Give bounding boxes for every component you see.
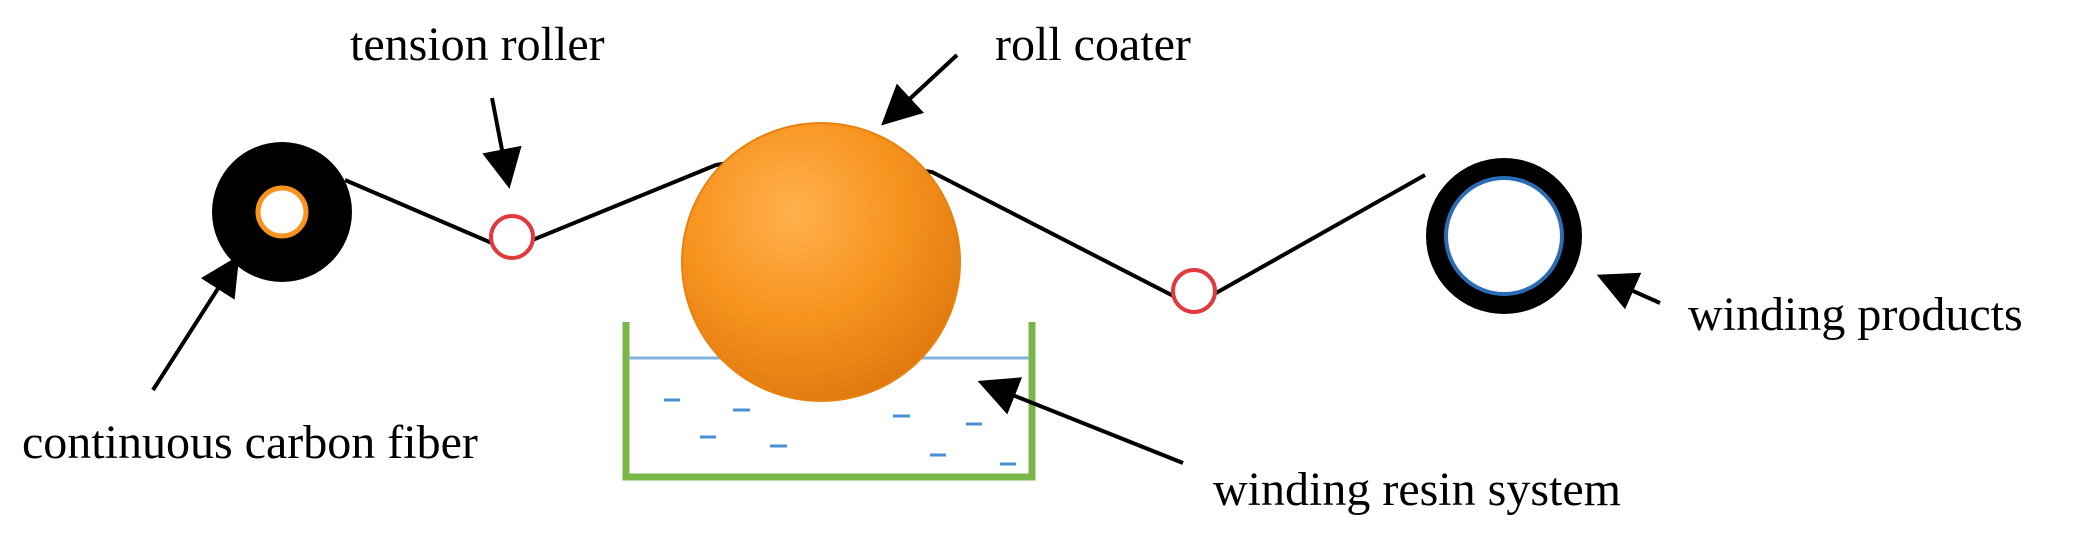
arrow-winding-products: [1596, 272, 1661, 310]
label-winding-resin-system: winding resin system: [1213, 463, 1621, 516]
callout-arrows: [151, 53, 1661, 465]
roll-coater: [681, 122, 961, 402]
label-winding-products: winding products: [1688, 288, 2023, 341]
label-roll-coater: roll coater: [995, 18, 1191, 71]
label-continuous-carbon-fiber: continuous carbon fiber: [22, 416, 478, 469]
tension-roller-right: [1171, 268, 1217, 314]
carbon-fiber-spool: [212, 142, 352, 282]
arrow-carbon-fiber: [151, 255, 240, 392]
arrow-resin-system: [977, 377, 1184, 465]
resin-marks: [664, 398, 1016, 466]
arrow-roll-coater: [881, 53, 959, 126]
tank-outline: [622, 322, 1036, 481]
tension-roller-left: [489, 214, 535, 260]
product-core: [1444, 176, 1564, 296]
label-tension-roller: tension roller: [350, 18, 605, 71]
winding-product-spool: [1426, 158, 1582, 314]
spool-core: [255, 185, 309, 239]
arrow-tension-roller: [482, 97, 522, 189]
